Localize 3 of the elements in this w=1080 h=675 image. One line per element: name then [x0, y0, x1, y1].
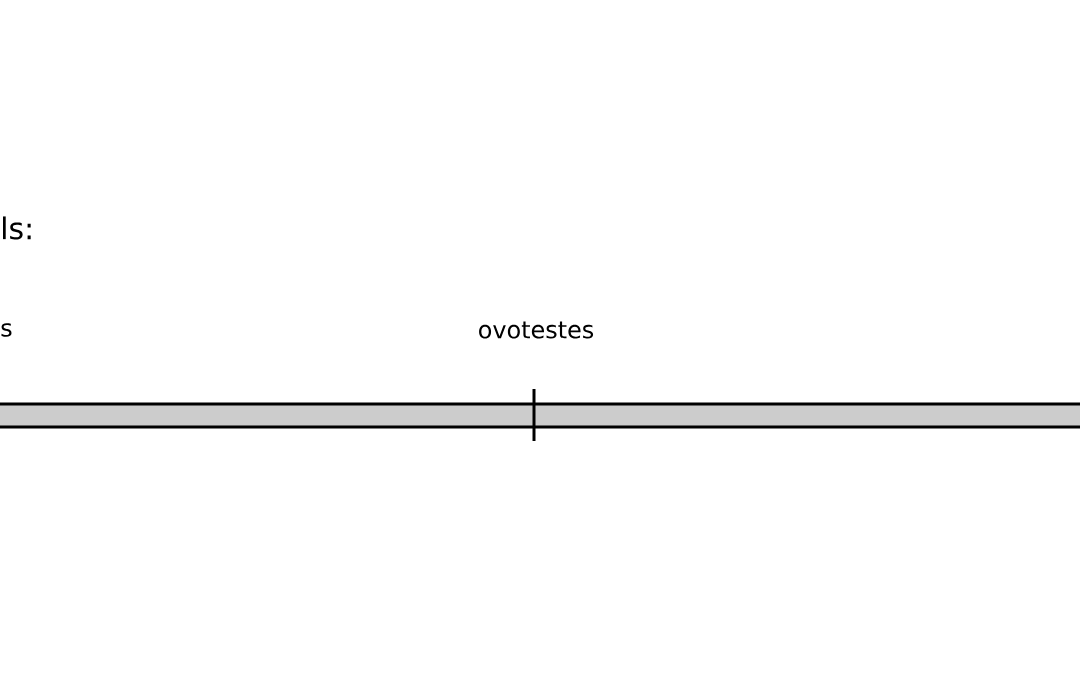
label-text: s	[1, 323, 12, 337]
label-text: ovotestes	[479, 321, 594, 339]
label-text: ls:	[3, 216, 31, 240]
